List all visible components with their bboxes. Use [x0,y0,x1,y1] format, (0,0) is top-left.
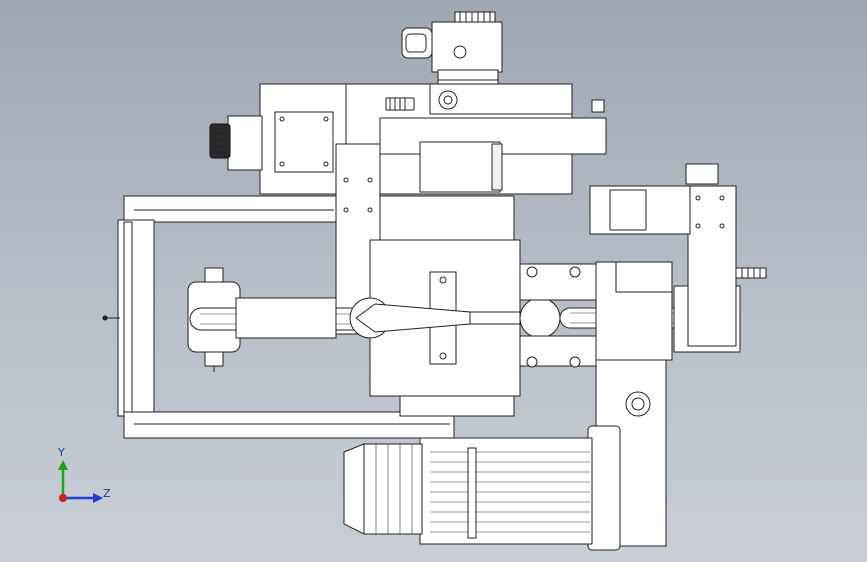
right-clamp-assembly [519,163,767,368]
axis-triad: Y Z [57,446,111,503]
top-fitting-assembly [401,11,503,93]
x-axis-origin [59,494,67,502]
y-axis-label: Y [57,446,65,459]
z-axis-arrowhead [93,493,103,503]
bottom-motor [343,359,667,551]
y-axis-arrowhead [58,460,68,470]
z-axis-label: Z [103,487,111,500]
left-frame [102,195,455,439]
upper-motor-housing [209,83,607,335]
